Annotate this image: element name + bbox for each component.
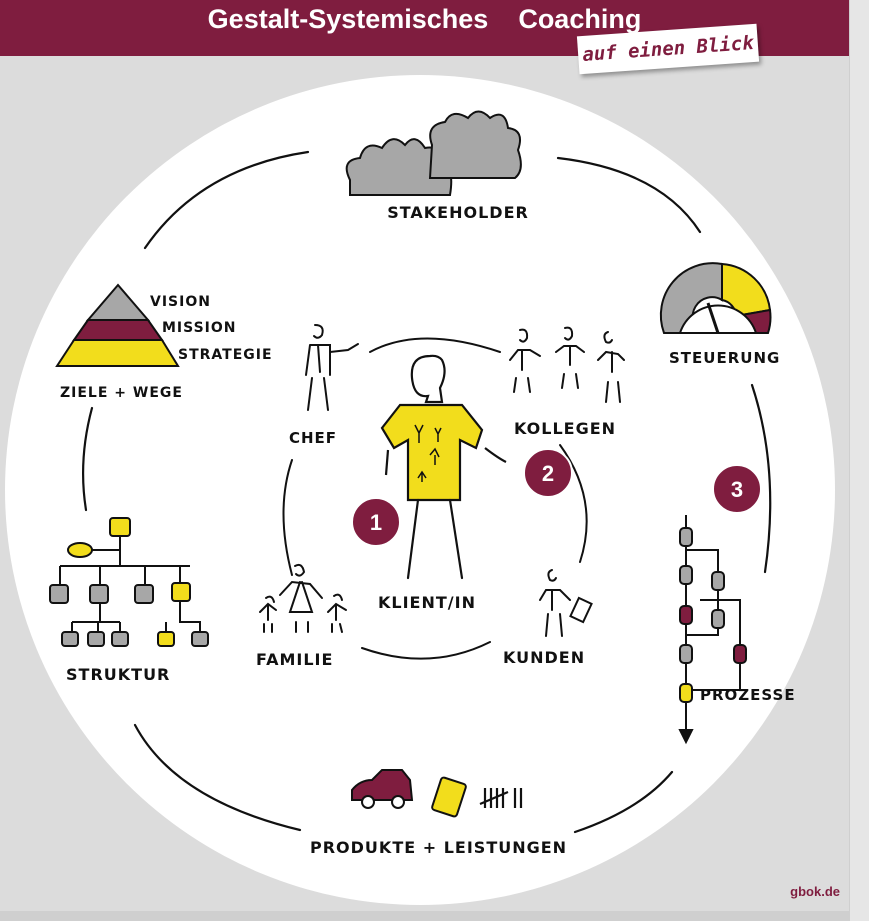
kollegen-label: KOLLEGEN [514,419,616,438]
footer-credit: gbok.de [790,884,840,899]
inner-arc [559,444,588,563]
prozesse-label: PROZESSE [700,686,796,704]
cloud-icon [345,110,522,196]
outer-arc [556,156,702,234]
car-icon [351,769,414,809]
badge-1: 1 [351,497,401,547]
badge-2-number: 2 [542,461,554,486]
inner-arc [282,459,293,576]
outer-arc [81,406,94,512]
mission-label: MISSION [162,320,237,336]
person-icon [539,569,593,637]
outer-arc [143,150,310,250]
chef-label: CHEF [289,429,337,447]
badge-1-number: 1 [370,510,382,535]
card-icon [431,776,467,818]
strategie-label: STRATEGIE [178,347,273,363]
badge-3-number: 3 [731,477,743,502]
ziele-wege-label: ZIELE + WEGE [60,385,183,401]
process-flow-icon [678,515,747,745]
outer-arc [133,723,302,832]
person-icon [259,563,347,633]
coaching-diagram: STAKEHOLDER VISION MISSION STRATEGIE ZIE… [5,75,840,905]
familie-label: FAMILIE [256,650,333,669]
pyramid-icon [55,283,180,367]
inner-ring [282,337,588,660]
badge-2: 2 [523,448,573,498]
vertical-scrollbar[interactable] [849,0,869,921]
stakeholder-label: STAKEHOLDER [387,203,529,222]
produkte-label: PRODUKTE + LEISTUNGEN [310,838,567,857]
horizontal-scrollbar[interactable] [0,911,849,921]
person-icon [509,326,625,403]
kunden-label: KUNDEN [503,648,585,667]
struktur-label: STRUKTUR [66,665,170,684]
outer-arc [573,770,674,834]
outer-arc [750,383,772,574]
client-figure [380,354,507,580]
org-chart-icon [49,517,209,647]
page-title: Gestalt-Systemisches Coaching [207,4,642,34]
tally-icon [479,788,523,808]
outer-ring [81,150,772,834]
vision-label: VISION [150,294,211,310]
inner-arc [361,641,491,660]
gauge-icon [659,262,772,334]
klient-label: KLIENT/IN [378,593,476,612]
badge-3: 3 [712,464,762,514]
person-icon [305,324,359,411]
inner-arc [369,337,501,353]
steuerung-label: STEUERUNG [669,349,780,367]
